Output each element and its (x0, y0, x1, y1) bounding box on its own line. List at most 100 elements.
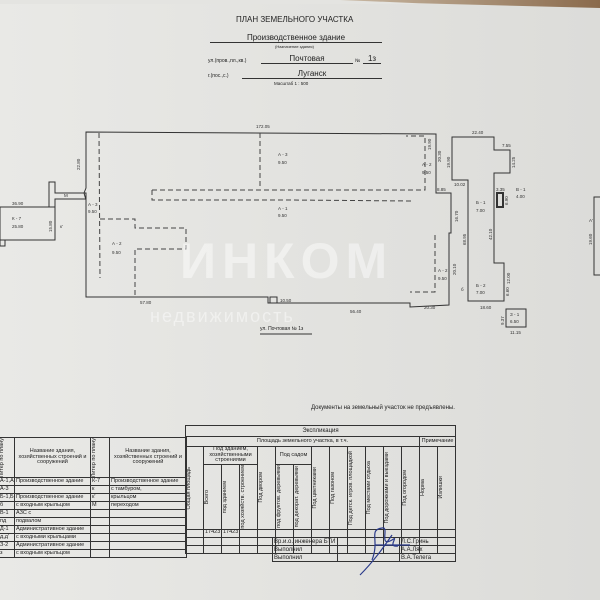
row-litera-1: з (0, 549, 15, 559)
zone-a3b-name: А - 3 (278, 152, 288, 157)
b2-name: Б - 2 (476, 283, 486, 288)
header-litera-1: Литер по плану (0, 438, 5, 478)
zone-a1-upper (152, 135, 426, 191)
header-lawn: Под газоном (330, 471, 337, 504)
dim-main-bottom-left: 57.80 (140, 300, 152, 305)
zone-a3b-height: 9.50 (278, 160, 287, 165)
row-litera-1: Д-1 (0, 525, 15, 535)
signature-role: Выполнил (272, 553, 338, 562)
v1-name: В - 1 (516, 187, 526, 192)
dim-b-top: 22.40 (472, 130, 484, 135)
zone-a2b-height: 9.50 (438, 276, 447, 281)
k-prime-label: к' (60, 224, 63, 229)
building-purpose: Производственное здание (210, 34, 382, 43)
b-porch-label: б (461, 287, 464, 292)
row-litera-1: В-1 (0, 509, 15, 519)
area-under-building-value: 17423 (221, 528, 240, 538)
buildings-table: Литер по плану Название здания, хозяйств… (0, 436, 187, 559)
row-name-1: Производственное здание (14, 493, 91, 503)
row-litera-2 (90, 549, 110, 559)
building-z1-outline (505, 308, 527, 328)
row-name-2 (109, 517, 187, 527)
table-row: д,д'с входными крыльцами (0, 533, 187, 543)
dim-b-left-top: 19.90 (446, 156, 451, 168)
row-litera-2: к (90, 485, 110, 495)
header-litera-2: Литер по плану (91, 438, 98, 478)
dim-k7-width: 36.90 (12, 201, 24, 206)
dim-notch: 10.50 (280, 298, 292, 303)
header-under-building: под зданием (222, 480, 229, 513)
row-name-1: Административное здание (14, 541, 91, 551)
b1-height: 7.00 (476, 208, 485, 213)
row-name-2 (109, 533, 187, 543)
row-litera-1: б (0, 501, 15, 511)
number-label: № (355, 58, 361, 64)
signature-name: А.А.Лях (399, 545, 456, 554)
row-litera-1: Б-1,Б-2 (0, 493, 15, 503)
row-name-2: Производственное здание (109, 477, 187, 487)
row-name-1: подвалом (14, 517, 91, 527)
dim-b-side: 14.25 (511, 156, 516, 168)
header-rest: Под местами отдыха (366, 461, 373, 515)
header-vegetable: Под огородом (402, 469, 409, 506)
dim-z-side: 9.37 (500, 316, 505, 325)
row-name-1: Административное здание (14, 525, 91, 535)
zone-a3-height: 9.50 (88, 209, 97, 214)
row-litera-1: А-3 (0, 485, 15, 495)
header-total-area: Общая площадь (186, 466, 193, 510)
b1-name: Б - 1 (476, 200, 486, 205)
note-title: Примечание (418, 436, 457, 447)
header-norm: Норма (420, 479, 427, 497)
watermark-subtitle: недвижимость (150, 306, 295, 326)
explication-title: Экспликация (184, 425, 457, 437)
row-name-1: Производственное здание (14, 477, 91, 487)
header-fruit: под фруктов. деревьями (276, 465, 283, 529)
zone-a2r-name: А - 2 (422, 162, 432, 167)
header-playground: Под детск. игров. площадкой (348, 450, 355, 525)
building-k7-outline (0, 206, 56, 241)
row-litera-1: А-1,А-2 (0, 477, 15, 487)
row-litera-2 (90, 533, 110, 543)
row-name-2: переходом (109, 501, 187, 511)
dim-b-low2: 6.60 (505, 287, 510, 296)
dim-bottom-step: 20.30 (424, 305, 436, 310)
dim-z-width: 11.15 (510, 330, 521, 335)
explication-table: Экспликация Площадь земельного участка, … (184, 425, 457, 554)
dim-b-low: 12.00 (506, 272, 511, 284)
row-litera-2 (90, 541, 110, 551)
area-title: Площадь земельного участка, в т.ч. (185, 436, 420, 447)
z1-height: 6.50 (510, 319, 519, 324)
signature-name: Л.С.Гринь (399, 537, 456, 546)
k7-name: К - 7 (12, 216, 22, 221)
row-name-1: АЗС с (14, 509, 91, 519)
watermark-brand: ИНКОМ (180, 233, 394, 289)
dim-b-left: 68.95 (462, 233, 467, 245)
dim-b-bottom: 18.60 (480, 305, 492, 310)
header-yard: Под двором (258, 472, 265, 504)
b2-height: 7.00 (476, 290, 485, 295)
dim-b-step: 7.55 (502, 143, 511, 148)
document-title: ПЛАН ЗЕМЕЛЬНОГО УЧАСТКА (236, 15, 354, 24)
row-name-1: с входным крыльцом (14, 549, 91, 559)
dim-b-right: 42.10 (488, 228, 493, 240)
right-building-label: А' (589, 218, 593, 223)
street-label: ул.(пров.,пл.,кв.) (208, 58, 247, 64)
city-value: Луганск (242, 70, 382, 79)
header-name-2: Название здания, хозяйственных строений … (109, 436, 187, 479)
dim-b-inner: 10.02 (454, 182, 466, 187)
row-litera-1: З-2 (0, 541, 15, 551)
street-caption: ул. Почтовая № 1з (260, 326, 304, 332)
zone-a2b-name: А - 2 (438, 268, 448, 273)
table-row: А-1,А-2Производственное зданиеК-7Произво… (0, 477, 187, 487)
city-label: г.(пос.,с.) (208, 73, 229, 79)
row-litera-2: к' (90, 493, 110, 503)
header-excess: Излишки (438, 476, 444, 500)
row-name-1: с входными крыльцами (14, 533, 91, 543)
dim-right-c: 16.70 (454, 210, 459, 222)
dim-main-bottom-right: 56.40 (350, 309, 362, 314)
zone-a3-name: А - 3 (88, 202, 98, 207)
row-name-2 (109, 541, 187, 551)
zone-a2r-height: 9.50 (422, 170, 431, 175)
